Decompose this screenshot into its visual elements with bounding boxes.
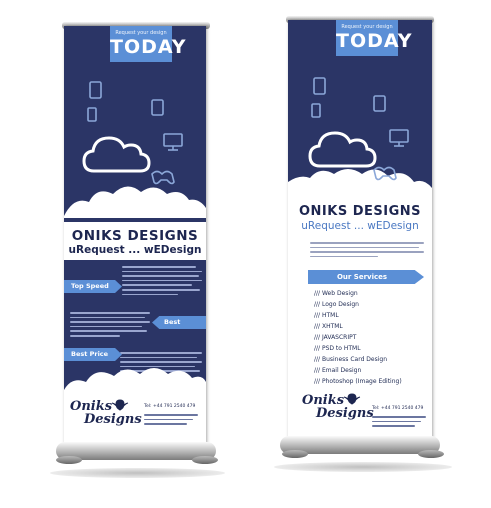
service-item: /// XHTML <box>314 323 343 330</box>
right-banner: Request your design TODAY ONIKS DESIGNS … <box>288 20 432 440</box>
left-foot-right <box>192 456 218 464</box>
right-tagline: uRequest ... wEDesign <box>301 220 419 232</box>
left-today-text: TODAY <box>110 36 187 58</box>
right-foot-right <box>418 450 444 458</box>
right-intro-paragraph <box>310 242 424 260</box>
right-shadow <box>274 462 452 472</box>
left-paragraph-2 <box>70 312 150 340</box>
left-signature-line2: Designs <box>84 412 142 427</box>
right-cherub-icon <box>343 393 361 405</box>
left-brand-title: ONIKS DESIGNS <box>71 228 199 244</box>
service-item: /// Email Design <box>314 367 362 374</box>
service-item: /// JAVASCRIPT <box>314 334 357 341</box>
tablet-icon <box>313 77 326 95</box>
right-signature-line1: Oniks <box>302 393 345 408</box>
monitor-icon <box>389 129 409 147</box>
right-request-text: Request your design <box>341 24 393 30</box>
right-services-list: /// Web Design /// Logo Design /// HTML … <box>314 288 402 387</box>
service-item: /// PSD to HTML <box>314 345 361 352</box>
left-cherub-icon <box>111 399 129 411</box>
service-item: /// Business Card Design <box>314 356 387 363</box>
left-label-top-speed: Top Speed <box>64 280 122 293</box>
tablet-icon <box>373 95 386 112</box>
monitor-icon <box>163 133 183 151</box>
right-today-box: Request your design TODAY <box>336 20 413 56</box>
tablet-icon <box>151 99 164 116</box>
right-top-bar <box>286 16 434 23</box>
right-services-title-bar: Our Services <box>308 270 424 284</box>
right-contact-lines <box>372 416 426 430</box>
gamepad-icon <box>373 166 397 181</box>
left-shadow <box>50 468 225 478</box>
left-top-bar <box>62 22 210 29</box>
left-base <box>56 442 216 460</box>
smartphone-icon <box>311 103 321 118</box>
right-services-title: Our Services <box>336 273 388 281</box>
service-item: /// Web Design <box>314 290 358 297</box>
tablet-icon <box>89 81 102 99</box>
right-signature-line2: Designs <box>316 406 374 421</box>
right-top-dark-area <box>288 20 432 188</box>
left-tagline: uRequest ... wEDesign <box>68 244 202 256</box>
smartphone-icon <box>87 107 97 122</box>
service-item: /// Photoshop (Image Editing) <box>314 378 402 385</box>
left-label-best-designs: Best Designs <box>152 316 206 329</box>
left-label-best-price: Best Price <box>64 348 122 361</box>
right-foot-left <box>282 450 308 458</box>
right-brand-title: ONIKS DESIGNS <box>298 204 421 219</box>
gamepad-icon <box>151 170 175 185</box>
service-item: /// HTML <box>314 312 339 319</box>
right-today-text: TODAY <box>336 30 413 52</box>
left-banner: Request your design TODAY <box>64 26 206 444</box>
right-base <box>280 436 440 454</box>
service-item: /// Logo Design <box>314 301 359 308</box>
right-signature-logo: Oniks Designs <box>302 394 374 420</box>
right-phone-number: Tel: +44 791 2540 479 <box>372 406 424 411</box>
left-bottom-clouds <box>64 368 206 444</box>
left-devices-illustration <box>64 81 206 218</box>
left-foot-left <box>56 456 82 464</box>
left-brand-band: ONIKS DESIGNS uRequest ... wEDesign <box>64 222 206 260</box>
left-contact-lines <box>144 414 198 428</box>
left-signature-line1: Oniks <box>70 399 113 414</box>
cloud-icon <box>82 136 151 173</box>
left-request-text: Request your design <box>115 30 167 36</box>
left-signature-logo: Oniks Designs <box>70 400 142 426</box>
left-paragraph-1 <box>122 266 202 298</box>
cloud-icon <box>308 131 377 168</box>
left-today-box: Request your design TODAY <box>110 26 187 62</box>
left-phone-number: Tel: +44 791 2540 479 <box>144 404 196 409</box>
